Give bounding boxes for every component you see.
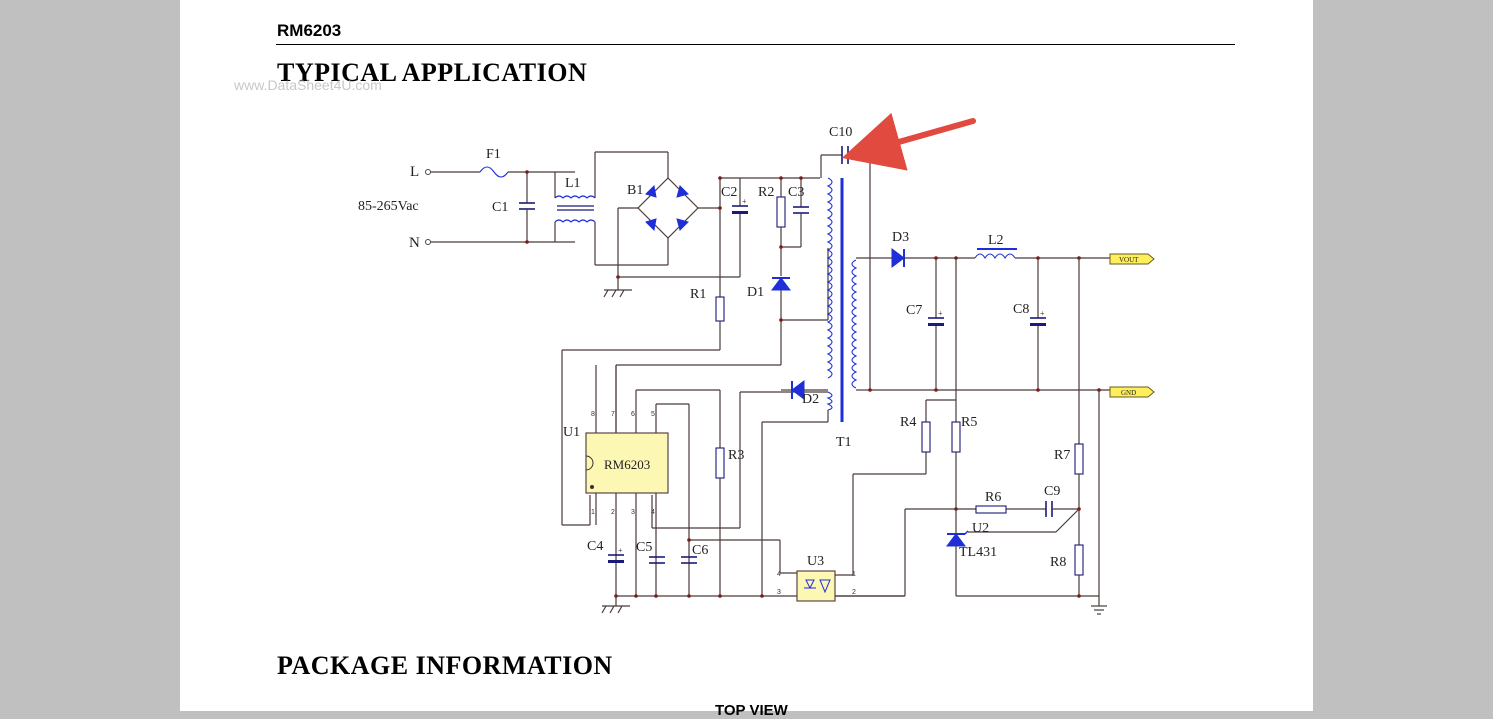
document-id: RM6203 xyxy=(277,21,342,40)
u1-part-label: RM6203 xyxy=(604,457,650,472)
primary-snubber: + C2 R1 R2 C3 xyxy=(561,176,829,526)
u2-label: U2 xyxy=(972,521,989,536)
d2-label: D2 xyxy=(802,392,819,407)
c2-label: C2 xyxy=(721,185,737,200)
circuit-schematic: L N 85-265Vac F1 C1 xyxy=(358,112,1155,615)
optocoupler-u3: U3 4 3 1 2 xyxy=(777,452,956,602)
d3-label: D3 xyxy=(892,230,909,245)
c1-label: C1 xyxy=(492,200,508,215)
f1-label: F1 xyxy=(486,147,501,162)
vout-connector: VOUT xyxy=(1109,253,1155,265)
d1-label: D1 xyxy=(747,285,764,300)
svg-text:+: + xyxy=(742,197,747,206)
ic-u1-rm6203: RM6203 U1 8 7 6 5 1 2 3 4 xyxy=(563,365,721,596)
svg-text:+: + xyxy=(618,546,623,555)
r2-label: R2 xyxy=(758,185,774,200)
input-l-label: L xyxy=(410,164,419,180)
c6-label: C6 xyxy=(692,543,708,558)
watermark: www.DataSheet4U.com xyxy=(234,77,382,93)
choke-l1-top xyxy=(554,195,596,199)
c10-label: C10 xyxy=(829,125,852,140)
header-rule xyxy=(276,44,1235,45)
input-voltage-label: 85-265Vac xyxy=(358,199,419,214)
section-title-typical-application: TYPICAL APPLICATION xyxy=(277,58,588,87)
bottom-rail: + C4 C5 C6 xyxy=(587,538,905,614)
c4-label: C4 xyxy=(587,539,603,554)
u3-label: U3 xyxy=(807,554,824,569)
choke-l1-bottom xyxy=(554,219,596,223)
feedback-network: R4 R5 R6 C9 U2 TL431 xyxy=(900,258,1107,615)
annotation-arrow xyxy=(841,112,976,171)
transformer-t1: T1 xyxy=(651,177,878,596)
l1-label: L1 xyxy=(565,176,581,191)
gnd-label: GND xyxy=(1121,389,1136,397)
secondary-output: D3 L2 + C7 + C8 xyxy=(868,230,1110,392)
u1-pin-2: 2 xyxy=(611,509,615,516)
u3-pin-2: 2 xyxy=(852,589,856,596)
fuse-f1 xyxy=(479,166,509,178)
diode-d2: D2 xyxy=(781,380,828,407)
r3-label: R3 xyxy=(728,448,744,463)
gnd-connector: GND xyxy=(1109,386,1155,398)
u1-pin-5: 5 xyxy=(651,411,655,418)
r6-label: R6 xyxy=(985,490,1001,505)
c8-label: C8 xyxy=(1013,302,1029,317)
svg-text:+: + xyxy=(938,309,943,318)
c7-label: C7 xyxy=(906,303,922,318)
r4-label: R4 xyxy=(900,415,916,430)
input-n-label: N xyxy=(409,235,420,251)
u1-pin-1: 1 xyxy=(591,509,595,516)
c5-label: C5 xyxy=(636,540,652,555)
vout-label: VOUT xyxy=(1119,256,1139,264)
u3-pin-4: 4 xyxy=(777,571,781,578)
r7-label: R7 xyxy=(1054,448,1070,463)
u2-part-label: TL431 xyxy=(959,545,997,560)
section-title-package-information: PACKAGE INFORMATION xyxy=(277,651,613,680)
u1-pin-7: 7 xyxy=(611,411,615,418)
r1-label: R1 xyxy=(690,287,706,302)
u1-pin-3: 3 xyxy=(631,509,635,516)
l2-label: L2 xyxy=(988,233,1004,248)
u3-pin-1: 1 xyxy=(852,571,856,578)
svg-text:+: + xyxy=(1040,309,1045,318)
u1-pin-4: 4 xyxy=(651,509,655,516)
input-section: L N 85-265Vac F1 C1 xyxy=(358,147,596,265)
c3-label: C3 xyxy=(788,185,804,200)
r8-label: R8 xyxy=(1050,555,1066,570)
u1-pin-6: 6 xyxy=(631,411,635,418)
u1-pin-8: 8 xyxy=(591,411,595,418)
c9-label: C9 xyxy=(1044,484,1060,499)
u3-pin-3: 3 xyxy=(777,589,781,596)
inductor-l2 xyxy=(974,253,1016,260)
b1-label: B1 xyxy=(627,183,643,198)
u1-label: U1 xyxy=(563,425,580,440)
resistor-r3: R3 xyxy=(715,447,744,479)
document-page: RM6203 TYPICAL APPLICATION www.DataSheet… xyxy=(180,0,1313,719)
r5-label: R5 xyxy=(961,415,977,430)
t1-label: T1 xyxy=(836,435,852,450)
bridge-rectifier-b1: B1 xyxy=(595,151,740,298)
